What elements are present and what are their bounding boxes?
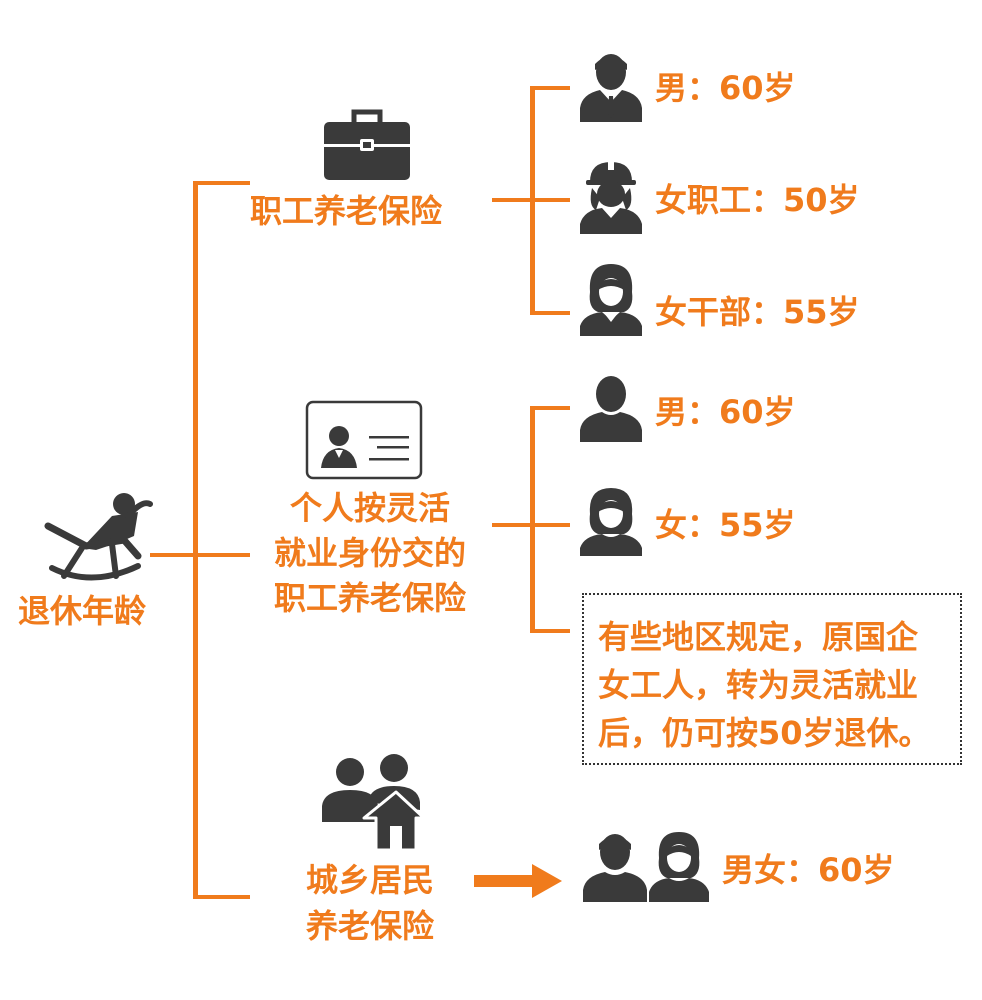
branch1-item2-text: 女职工：50岁 — [655, 181, 860, 219]
branch2-tick-1 — [530, 406, 570, 410]
branch2-item2-text: 女：55岁 — [655, 506, 796, 544]
branch2-label-line3: 职工养老保险 — [273, 579, 466, 617]
man-icon — [580, 376, 642, 442]
branch2-label-line1: 个人按灵活 — [289, 489, 450, 527]
trunk-tick-mid — [193, 553, 250, 557]
note-box: 有些地区规定，原国企 女工人，转为灵活就业 后，仍可按50岁退休。 — [582, 593, 962, 765]
root-label: 退休年龄 — [18, 592, 147, 630]
branch2-item1-text: 男：60岁 — [655, 393, 796, 431]
branch3-label: 城乡居民 养老保险 — [290, 857, 450, 949]
branch1-connector — [492, 198, 532, 202]
branch1-item3-text: 女干部：55岁 — [655, 293, 860, 331]
branch3-item1-text: 男女：60岁 — [722, 851, 895, 889]
couple-icon — [583, 832, 709, 902]
briefcase-icon — [324, 109, 410, 180]
root-connector — [150, 553, 195, 557]
branch1-tick-3 — [530, 311, 570, 315]
note-line-2: 女工人，转为灵活就业 — [598, 666, 919, 704]
main-trunk — [193, 181, 198, 899]
branch2-tick-2 — [530, 523, 570, 527]
family-house-icon — [322, 754, 426, 852]
branch2-connector — [492, 523, 532, 527]
branch2-bracket — [530, 406, 535, 633]
note-line-1: 有些地区规定，原国企 — [598, 618, 919, 656]
note-line-3: 后，仍可按50岁退休。 — [598, 714, 931, 752]
man-in-suit-icon — [580, 54, 642, 122]
branch1-label: 职工养老保险 — [250, 192, 443, 230]
branch1-item1-text: 男：60岁 — [655, 69, 796, 107]
branch2-label: 个人按灵活 就业身份交的 职工养老保险 — [250, 486, 490, 621]
trunk-tick-top — [193, 181, 250, 185]
id-card-icon — [305, 400, 423, 480]
branch2-tick-3 — [530, 629, 570, 633]
branch3-label-line2: 养老保险 — [305, 907, 434, 945]
branch1-tick-1 — [530, 86, 570, 90]
branch2-label-line2: 就业身份交的 — [273, 534, 466, 572]
branch3-label-line1: 城乡居民 — [305, 861, 434, 899]
woman-cadre-icon — [580, 264, 642, 336]
trunk-tick-bottom — [193, 895, 250, 899]
branch1-tick-2 — [530, 198, 570, 202]
woman-icon — [580, 488, 642, 556]
rocking-chair-icon — [44, 493, 153, 581]
arrow-right-icon — [474, 864, 562, 898]
woman-hardhat-icon — [580, 160, 642, 234]
